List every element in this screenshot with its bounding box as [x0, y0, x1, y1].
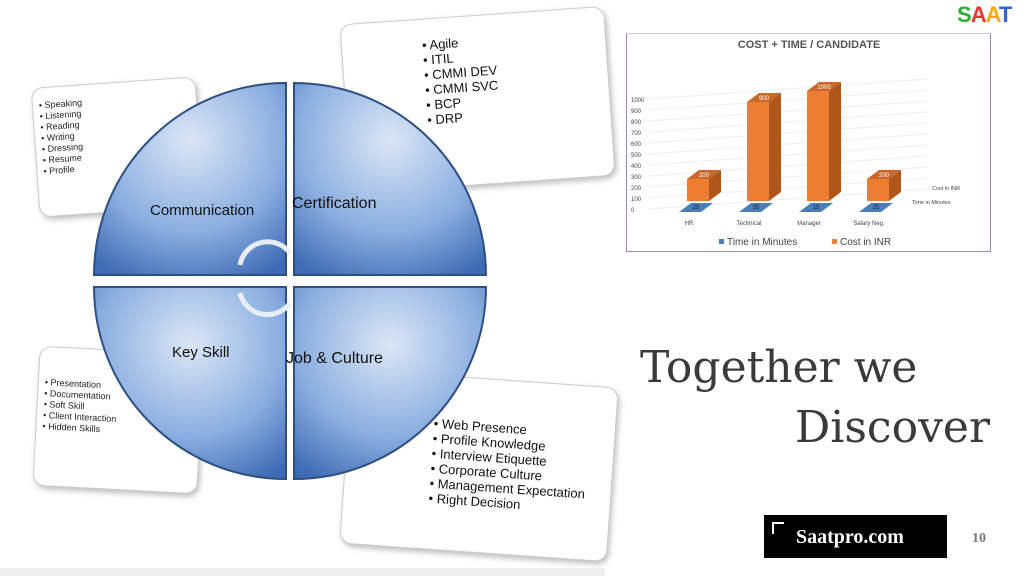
tagline-line2: Discover — [795, 402, 990, 453]
cost-time-chart: COST + TIME / CANDIDATE 0 100 200 300 400 500 6… — [626, 33, 991, 252]
y-tick-label: 800 — [631, 120, 642, 126]
bar-cost-side — [829, 82, 841, 201]
website-badge[interactable]: Saatpro.com — [764, 515, 947, 558]
gridline — [648, 155, 928, 177]
bar-cost-side — [889, 170, 901, 201]
y-tick-label: 400 — [631, 164, 642, 170]
label-communication: Communication — [150, 202, 255, 219]
quadrant-certification — [293, 81, 488, 276]
quadrant-job-culture — [293, 286, 488, 481]
y-tick-label: 0 — [631, 208, 635, 214]
cycle-diagram — [92, 81, 488, 481]
quadrant-key-skill — [92, 286, 287, 481]
gridline — [648, 100, 928, 122]
bar-time — [799, 203, 833, 212]
x-tick-label: Salary Neg. — [853, 221, 885, 227]
page-number: 10 — [972, 531, 986, 546]
bottom-bar — [0, 568, 605, 576]
legend-cost: Cost in INR — [840, 237, 891, 248]
y-tick-label: 100 — [631, 197, 642, 203]
gridline — [648, 122, 928, 144]
gridline — [648, 144, 928, 166]
bar-time — [859, 203, 893, 212]
x-tick-label: Manager — [797, 221, 821, 227]
data-label-time: 25 — [873, 205, 880, 211]
gridline — [648, 89, 928, 111]
bar-cost — [747, 102, 769, 201]
data-label-time: 35 — [753, 205, 760, 211]
bar-cost — [687, 179, 709, 201]
gridline — [648, 133, 928, 155]
legend-swatch-time — [719, 239, 724, 244]
y-tick-label: 200 — [631, 186, 642, 192]
bar-cost-top — [687, 170, 721, 179]
quadrant-communication — [92, 81, 287, 276]
x-tick-label: Technical — [736, 221, 761, 227]
bar-cost-top — [867, 170, 901, 179]
data-label-cost: 200 — [879, 173, 890, 179]
label-certification: Certification — [292, 195, 377, 212]
bar-cost — [807, 91, 829, 201]
legend-swatch-cost — [832, 239, 837, 244]
y-tick-label: 700 — [631, 131, 642, 137]
tagline-line1: Together we — [640, 342, 918, 393]
bar-time — [739, 203, 773, 212]
cycle-arrows-icon — [237, 239, 293, 318]
data-label-time: 25 — [693, 205, 700, 211]
chart-title: COST + TIME / CANDIDATE — [738, 39, 881, 51]
bar-cost-top — [747, 93, 781, 102]
bar-time — [679, 203, 713, 212]
legend-time: Time in Minutes — [727, 237, 797, 248]
corner-icon — [772, 522, 784, 534]
y-tick-label: 900 — [631, 109, 642, 115]
bar-cost-top — [807, 82, 841, 91]
depth-label-time: Time in Minutes — [912, 200, 951, 206]
bar-cost-side — [709, 170, 721, 201]
data-label-cost: 200 — [699, 173, 710, 179]
data-label-cost: 1000 — [817, 85, 831, 91]
bar-cost — [867, 179, 889, 201]
label-job-culture: Job & Culture — [286, 350, 383, 367]
y-tick-label: 1000 — [631, 98, 645, 104]
x-tick-label: HR — [685, 221, 694, 227]
label-key-skill: Key Skill — [172, 344, 230, 361]
depth-label-cost: Cost in INR — [932, 186, 960, 192]
bar-cost-side — [769, 93, 781, 201]
site-label: Saatpro.com — [796, 526, 904, 548]
saat-logo: SAAT — [957, 2, 1012, 27]
y-tick-label: 500 — [631, 153, 642, 159]
gridline — [648, 78, 928, 100]
gridline — [648, 111, 928, 133]
data-label-time: 15 — [813, 205, 820, 211]
data-label-cost: 900 — [759, 96, 770, 102]
y-tick-label: 300 — [631, 175, 642, 181]
y-tick-label: 600 — [631, 142, 642, 148]
